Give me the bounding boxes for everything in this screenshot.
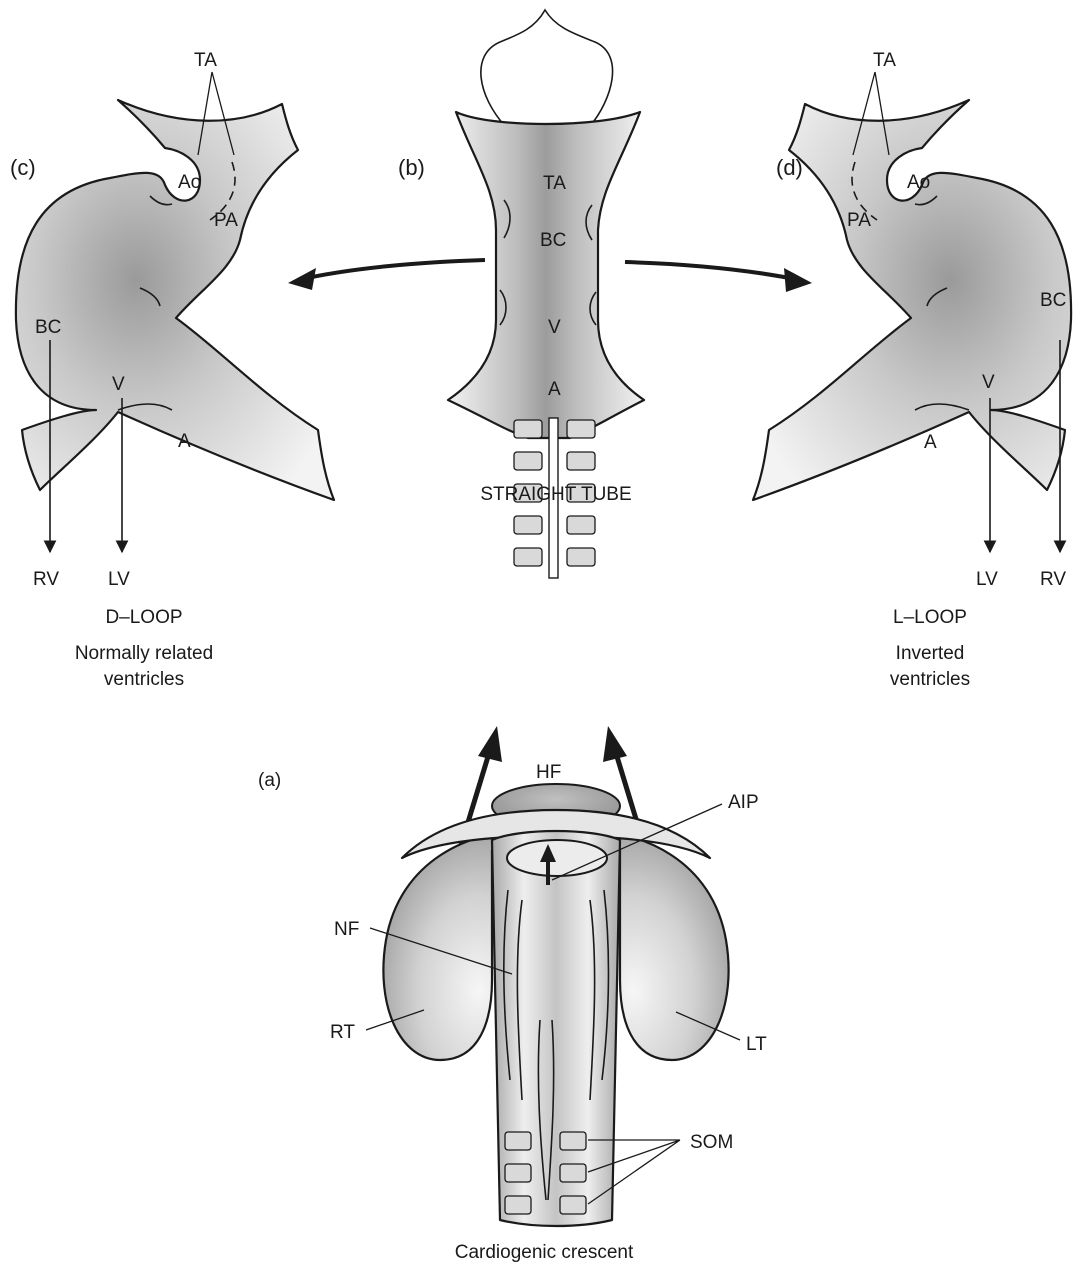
somite	[514, 516, 542, 534]
somite	[514, 452, 542, 470]
anterior-intestinal-portal	[507, 840, 607, 876]
somite	[567, 548, 595, 566]
label-lv-d: LV	[976, 569, 998, 590]
arrow-a-to-b-right-head	[603, 726, 627, 762]
label-v-c: V	[112, 374, 125, 395]
somite	[567, 452, 595, 470]
arrow-to-l-loop-head	[784, 268, 812, 292]
arrow-a-to-b-left-head	[478, 726, 502, 762]
straight-tube	[448, 112, 644, 438]
somite	[567, 516, 595, 534]
label-a-c: A	[178, 431, 191, 452]
caption-l-loop-line1: Inverted	[896, 643, 965, 664]
label-aip: AIP	[728, 792, 759, 813]
label-lv-c: LV	[108, 569, 130, 590]
label-lt: LT	[746, 1034, 767, 1055]
somite	[505, 1196, 531, 1214]
head-outline	[481, 10, 613, 126]
label-ao-d: Ao	[907, 172, 930, 193]
label-ao-c: Ao	[178, 172, 201, 193]
panel-b: (b) TA BC V A STRAIGHT TUBE	[398, 10, 644, 578]
label-pa-d: PA	[847, 210, 871, 231]
label-som: SOM	[690, 1132, 733, 1153]
label-nf: NF	[334, 919, 359, 940]
caption-straight-tube: STRAIGHT TUBE	[480, 484, 631, 505]
label-ta-d: TA	[873, 50, 896, 71]
label-a-b: A	[548, 379, 561, 400]
arrow-to-l-loop	[625, 262, 800, 280]
caption-d-loop-line1: Normally related	[75, 643, 213, 664]
panel-a: (a) HF AIP NF RT LT SOM Cardiogenic cres…	[258, 726, 767, 1263]
somite	[560, 1196, 586, 1214]
d-loop-heart	[16, 100, 334, 500]
caption-d-loop-title: D–LOOP	[105, 607, 182, 628]
label-v-b: V	[548, 317, 561, 338]
panel-label-a: (a)	[258, 770, 281, 791]
somite	[505, 1132, 531, 1150]
panel-d: (d) TA Ao PA BC V A LV RV L–LOOP Inverte…	[753, 50, 1071, 690]
somite	[560, 1132, 586, 1150]
panel-label-c: (c)	[10, 155, 36, 180]
somite	[560, 1164, 586, 1182]
label-rv-d: RV	[1040, 569, 1066, 590]
panel-c: (c) TA Ao PA BC V A RV LV D–LOOP Normall…	[10, 50, 334, 690]
label-v-d: V	[982, 372, 995, 393]
somite	[514, 548, 542, 566]
label-rt: RT	[330, 1022, 355, 1043]
panel-label-d: (d)	[776, 155, 803, 180]
label-pa-c: PA	[214, 210, 238, 231]
caption-d-loop-line2: ventricles	[104, 669, 184, 690]
label-bc-d: BC	[1040, 290, 1066, 311]
panel-label-b: (b)	[398, 155, 425, 180]
arrow-to-d-loop-head	[288, 268, 316, 290]
arrow-to-d-loop	[298, 260, 485, 280]
label-a-d: A	[924, 432, 937, 453]
caption-l-loop-line2: ventricles	[890, 669, 970, 690]
somite	[505, 1164, 531, 1182]
label-ta-c: TA	[194, 50, 217, 71]
caption-cardiogenic-crescent: Cardiogenic crescent	[455, 1242, 634, 1263]
somite	[567, 420, 595, 438]
label-hf: HF	[536, 762, 561, 783]
label-bc-c: BC	[35, 317, 61, 338]
somite	[514, 420, 542, 438]
label-ta-b: TA	[543, 173, 566, 194]
label-rv-c: RV	[33, 569, 59, 590]
label-bc-b: BC	[540, 230, 566, 251]
caption-l-loop-title: L–LOOP	[893, 607, 967, 628]
